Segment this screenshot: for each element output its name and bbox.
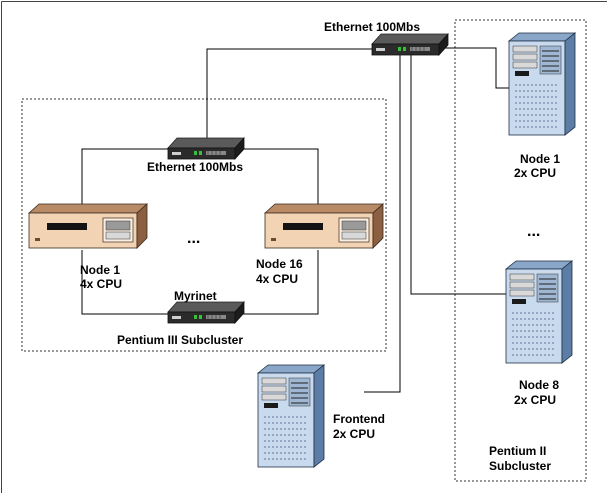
p3-node-first-spec: 4x CPU [80, 277, 122, 291]
p2-subcluster-box [454, 19, 587, 482]
frontend-name: Frontend [333, 412, 385, 426]
frontend-computer [257, 364, 325, 468]
top-switch-label: Ethernet 100Mbs [324, 20, 420, 34]
link-p3-switch-to-node1 [81, 148, 170, 206]
link-top-to-p3-switch [206, 48, 373, 144]
p3-node-last-name: Node 16 [256, 257, 303, 271]
link-node1-to-myrinet [81, 250, 170, 315]
top-ethernet-switch [371, 33, 449, 56]
myrinet-label: Myrinet [174, 289, 217, 303]
p3-subcluster-box [21, 98, 387, 352]
p3-subcluster-title: Pentium III Subcluster [117, 333, 243, 347]
link-p3-switch-to-node16 [242, 148, 319, 205]
link-top-to-p2-node8 [410, 54, 506, 295]
p2-node-last-name: Node 8 [519, 378, 559, 392]
p3-switch-label: Ethernet 100Mbs [147, 160, 243, 174]
link-top-to-frontend [364, 54, 401, 393]
p2-node-first-computer [508, 32, 576, 136]
p3-ellipsis: ... [187, 230, 200, 247]
p2-node-first-name: Node 1 [520, 152, 560, 166]
p3-node-first-name: Node 1 [80, 263, 120, 277]
p3-node-first-computer [28, 203, 148, 249]
p2-node-last-spec: 2x CPU [514, 393, 556, 407]
p3-myrinet-switch [167, 301, 245, 324]
p2-subcluster-title-line2: Subcluster [489, 459, 551, 473]
frontend-spec: 2x CPU [333, 427, 375, 441]
p2-node-first-spec: 2x CPU [514, 166, 556, 180]
network-links [81, 47, 510, 393]
p3-ethernet-switch [167, 137, 245, 160]
p2-subcluster-title-line1: Pentium II [489, 444, 546, 458]
p3-node-last-spec: 4x CPU [256, 272, 298, 286]
link-node16-to-myrinet [240, 250, 319, 315]
p2-node-last-computer [505, 260, 573, 364]
p2-ellipsis: ... [527, 223, 540, 240]
link-top-to-p2-node1 [438, 47, 510, 89]
p3-node-last-computer [264, 203, 384, 249]
